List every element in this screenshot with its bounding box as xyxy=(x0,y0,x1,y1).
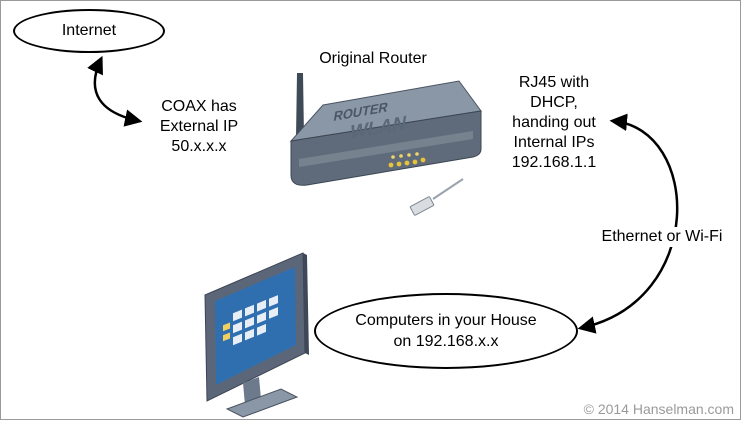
coax-label: COAX has External IP 50.x.x.x xyxy=(159,98,239,155)
ethernet-cable xyxy=(432,178,464,200)
router-antenna xyxy=(296,73,304,137)
internet-coax-link xyxy=(87,55,143,127)
monitor-base xyxy=(225,388,299,418)
house-computers-node: Computers in your House on 192.168.x.x xyxy=(314,293,578,369)
router-leds xyxy=(388,152,426,168)
screen-tiles xyxy=(233,295,278,346)
router-title: Original Router xyxy=(319,50,427,67)
monitor-icon xyxy=(204,252,309,418)
internet-node: Internet xyxy=(13,9,165,53)
rj45-plug-icon xyxy=(409,196,435,216)
link-type-label: Ethernet or Wi-Fi xyxy=(589,227,735,247)
router-house-link xyxy=(577,113,679,334)
internet-label: Internet xyxy=(61,22,117,39)
router-icon: ROUTER WLAN xyxy=(289,73,482,216)
copyright-text: © 2014 Hanselman.com xyxy=(583,401,734,417)
rj45-label: RJ45 with DHCP, handing out Internal IPs… xyxy=(511,74,597,171)
